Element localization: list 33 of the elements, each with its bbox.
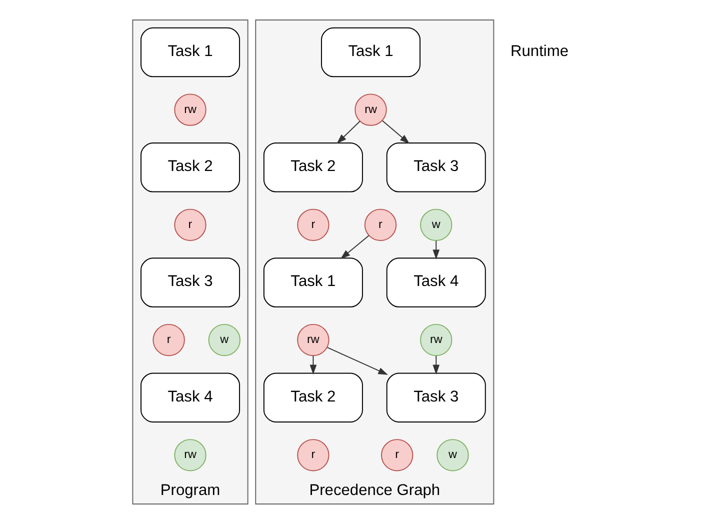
arrow xyxy=(336,120,360,144)
node-circle: r xyxy=(297,439,330,472)
arrow xyxy=(432,355,440,375)
node-box: Task 3 xyxy=(140,258,240,308)
node-box: Task 3 xyxy=(386,142,486,192)
node-circle: w xyxy=(420,208,452,242)
node-circle: r xyxy=(297,208,330,242)
node-circle: r xyxy=(174,208,206,242)
node-box: Task 1 xyxy=(140,27,240,78)
node-box: Task 3 xyxy=(386,372,486,422)
node-box: Task 4 xyxy=(140,372,240,422)
arrow xyxy=(326,346,388,375)
node-circle: r xyxy=(364,208,397,242)
node-box: Task 2 xyxy=(263,142,363,192)
node-circle: rw xyxy=(174,439,206,472)
node-circle: rw xyxy=(174,94,206,126)
node-circle: rw xyxy=(420,324,452,356)
node-box: Task 1 xyxy=(321,27,421,78)
node-box: Task 4 xyxy=(386,258,486,308)
arrow xyxy=(382,120,410,144)
arrow xyxy=(432,240,440,260)
node-circle: r xyxy=(381,439,414,472)
node-circle: w xyxy=(436,439,469,472)
node-box: Task 1 xyxy=(263,258,363,308)
node-circle: rw xyxy=(354,94,387,126)
node-circle: w xyxy=(208,324,241,356)
arrow xyxy=(310,355,317,375)
node-circle: rw xyxy=(297,324,330,356)
node-box: Task 2 xyxy=(263,372,363,422)
node-circle: r xyxy=(152,324,185,356)
label: Runtime xyxy=(510,42,569,60)
arrow xyxy=(340,235,370,259)
node-box: Task 2 xyxy=(140,142,240,192)
